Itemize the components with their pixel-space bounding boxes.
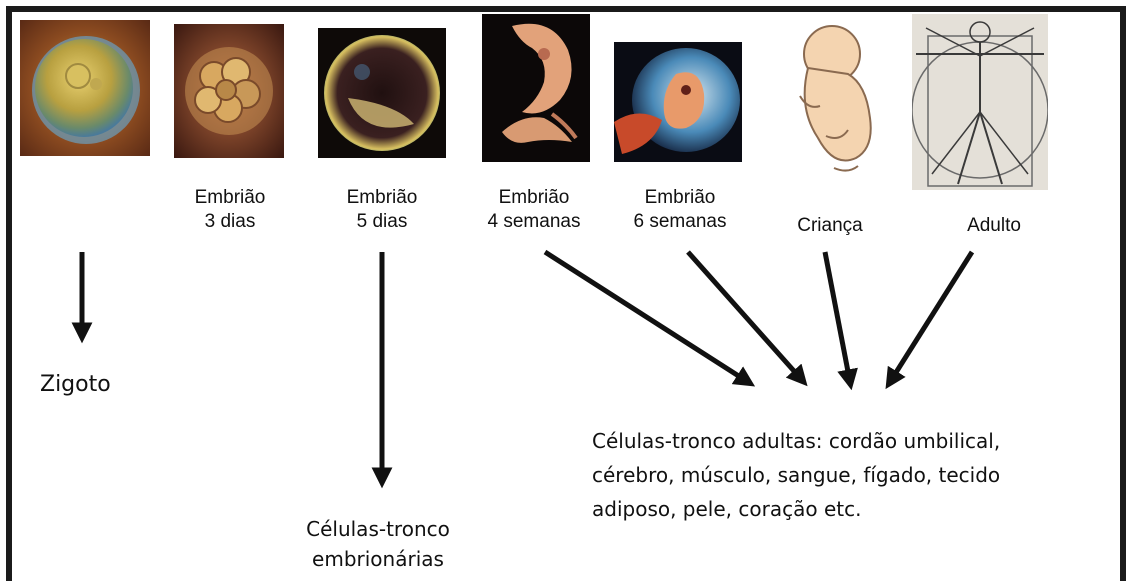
adult-stem-cells-line: cérebro, músculo, sangue, fígado, tecido <box>592 458 1122 492</box>
embryonic-stem-cells-line: embrionárias <box>258 544 498 574</box>
adult-stem-cells-line: Células-tronco adultas: cordão umbilical… <box>592 424 1122 458</box>
embryonic-stem-cells-label: Células-tronco embrionárias <box>258 514 498 574</box>
adult-stem-cells-label: Células-tronco adultas: cordão umbilical… <box>592 424 1122 526</box>
zigoto-label: Zigoto <box>40 372 111 397</box>
arrow-6-semanas-to-adult-cells <box>688 252 802 380</box>
arrow-adulto-to-adult-cells <box>890 252 972 382</box>
embryonic-stem-cells-line: Células-tronco <box>258 514 498 544</box>
arrow-crianca-to-adult-cells <box>825 252 850 382</box>
arrow-4-semanas-to-adult-cells <box>545 252 748 382</box>
adult-stem-cells-line: adiposo, pele, coração etc. <box>592 492 1122 526</box>
